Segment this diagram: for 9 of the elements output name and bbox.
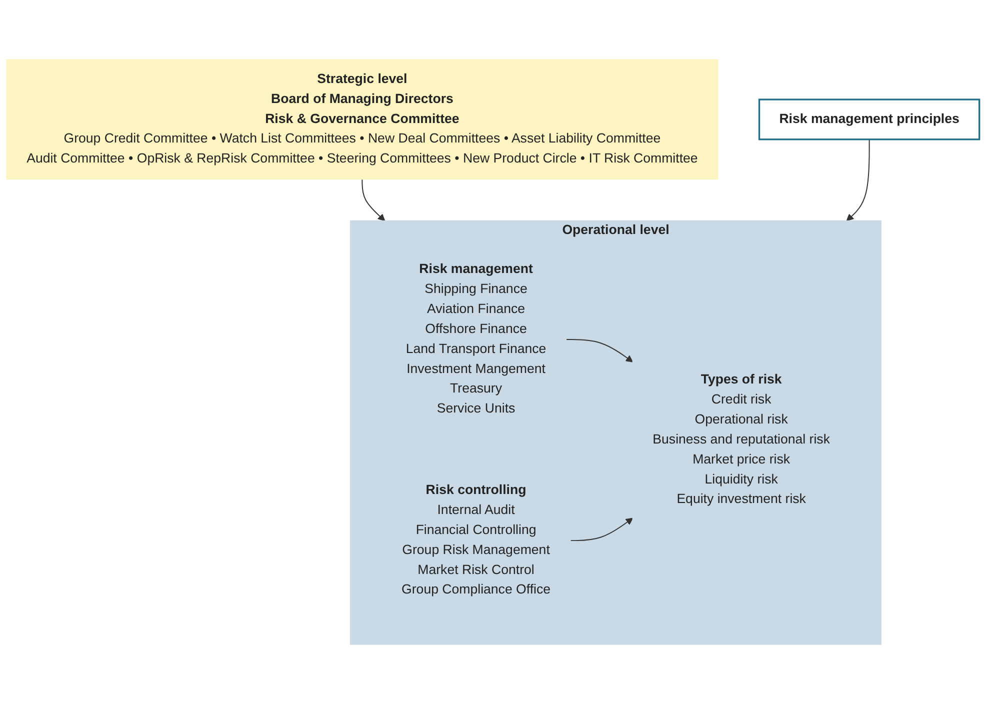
arrow: [846, 139, 870, 222]
node-box: Strategic level Board of Managing Directors Risk & Governance Committee Group Credit Committee • Watch List Committees • New Deal Committees • Asset Liability Committee Audit Committee • OpRisk & RepRisk Committee • Steering Committees • New Product Circle • IT Risk Committee: [6, 60, 718, 180]
node-text: Types of risk Credit risk Operational risk Business and reputational risk Market price risk Liquidity risk Equity investment risk: [652, 373, 830, 507]
node-box: Risk management principles: [758, 99, 980, 141]
arrow: [362, 179, 386, 222]
node-text: Risk management Shipping Finance Aviation Finance Offshore Finance Land Transport Finance Investment Mangement Treasury Service Units: [406, 262, 546, 416]
node-text: Risk controlling Internal Audit Financial Controlling Group Risk Management Market Risk Control Group Compliance Office: [402, 484, 551, 598]
arrow: [566, 340, 634, 363]
arrow: [570, 518, 634, 542]
